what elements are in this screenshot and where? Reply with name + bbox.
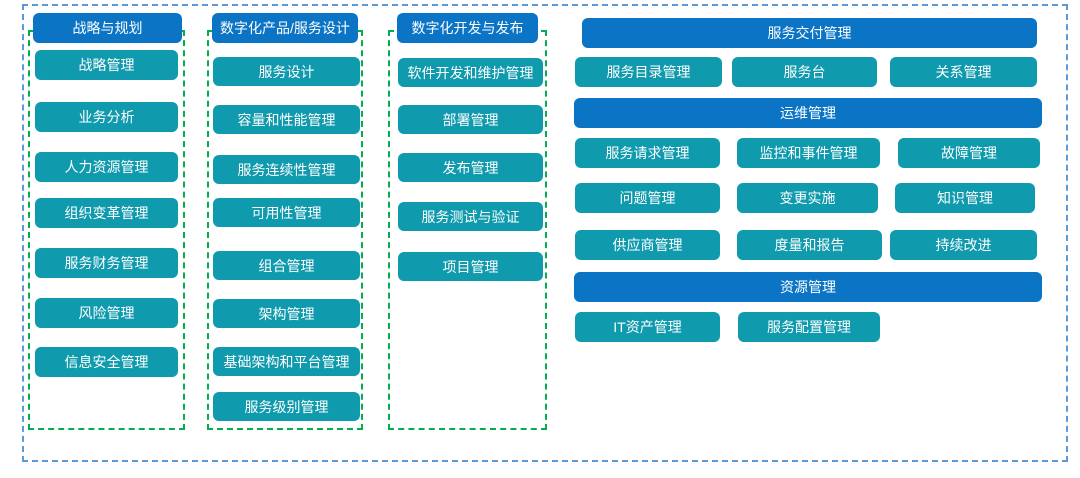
process-box: 持续改进 [890,230,1037,260]
process-box: 信息安全管理 [35,347,178,377]
process-box: 服务请求管理 [575,138,720,168]
process-box: 风险管理 [35,298,178,328]
process-box: 故障管理 [898,138,1040,168]
process-box: 容量和性能管理 [213,105,360,134]
column-header-dev-release: 数字化开发与发布 [397,13,538,43]
process-box: 服务设计 [213,57,360,86]
outer-dashed-frame [22,4,1068,462]
process-box: 知识管理 [895,183,1035,213]
process-box: 组织变革管理 [35,198,178,228]
process-box: 度量和报告 [737,230,882,260]
process-box: 组合管理 [213,251,360,280]
process-box: 服务财务管理 [35,248,178,278]
column-header-strategy: 战略与规划 [33,13,182,43]
process-box: 服务连续性管理 [213,155,360,184]
process-box: 服务目录管理 [575,57,722,87]
process-box: 服务级别管理 [213,392,360,421]
process-box: 业务分析 [35,102,178,132]
process-box: 服务配置管理 [738,312,880,342]
process-box: 关系管理 [890,57,1037,87]
process-box: 可用性管理 [213,198,360,227]
process-box: 监控和事件管理 [737,138,880,168]
section-bar-service-delivery: 服务交付管理 [582,18,1037,48]
process-box: 人力资源管理 [35,152,178,182]
section-bar-operations: 运维管理 [574,98,1042,128]
process-box: 问题管理 [575,183,720,213]
process-box: IT资产管理 [575,312,720,342]
column-header-product-design: 数字化产品/服务设计 [212,13,358,43]
process-box: 战略管理 [35,50,178,80]
process-box: 服务台 [732,57,877,87]
process-box: 供应商管理 [575,230,720,260]
process-box: 软件开发和维护管理 [398,58,543,87]
process-box: 基础架构和平台管理 [213,347,360,376]
process-box: 变更实施 [737,183,878,213]
process-box: 部署管理 [398,105,543,134]
process-box: 服务测试与验证 [398,202,543,231]
process-box: 项目管理 [398,252,543,281]
section-bar-resources: 资源管理 [574,272,1042,302]
process-box: 发布管理 [398,153,543,182]
process-box: 架构管理 [213,299,360,328]
